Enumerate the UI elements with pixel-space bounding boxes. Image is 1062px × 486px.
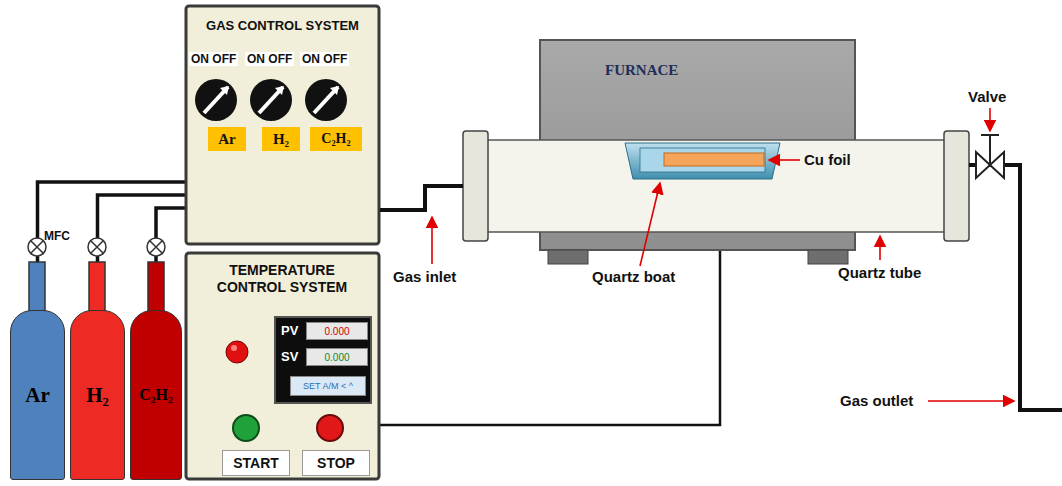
part-label: Valve xyxy=(968,88,1006,105)
node-text: 0.000 xyxy=(324,326,349,337)
part-label: MFC xyxy=(44,229,70,243)
node-text: 0.000 xyxy=(324,352,349,363)
gas-line xyxy=(98,195,186,310)
node-text: H₂ xyxy=(273,131,289,148)
display-value: 0.000 xyxy=(306,348,368,366)
valve-symbol xyxy=(976,135,1004,178)
gas-tag: C₂H₂ xyxy=(310,127,362,151)
gas-tag: Ar xyxy=(208,127,246,151)
part-label: Cu foil xyxy=(804,151,851,168)
leader-arrows xyxy=(432,108,1014,401)
node-text: FURNACE xyxy=(605,62,678,79)
set-button: SET A/M < ^ xyxy=(290,376,366,396)
temperature-panel xyxy=(186,253,379,479)
furnace-label: FURNACE xyxy=(540,40,855,250)
node-text: H₂ xyxy=(86,383,109,408)
node-text: START xyxy=(233,455,279,471)
start-button xyxy=(233,415,259,441)
quartz-boat xyxy=(625,143,780,179)
button-label: STOP xyxy=(302,450,370,476)
display-value: 0.000 xyxy=(306,322,368,340)
node-text: C₂H₂ xyxy=(321,131,350,147)
node-text: SV xyxy=(281,349,298,364)
display-screen: PV SV 0.000 0.000SET A/M < ^ xyxy=(274,316,372,404)
gas-inlet-pipe xyxy=(380,186,463,210)
node-text: SET A/M < ^ xyxy=(303,381,353,391)
control-panel: GAS CONTROL SYSTEM Ar H₂ C₂H₂ xyxy=(185,5,380,245)
node-text: C₂H₂ xyxy=(139,386,173,404)
cylinder-valves xyxy=(28,238,165,312)
node-text: STOP xyxy=(317,455,355,471)
gas-cylinder: H₂ xyxy=(70,310,125,480)
node-text: TEMPERATURE CONTROL SYSTEM xyxy=(212,262,352,296)
control-wire xyxy=(380,250,720,425)
part-label: Gas inlet xyxy=(393,268,456,285)
indicator-lamp xyxy=(226,341,248,363)
part-label: Gas outlet xyxy=(840,392,913,409)
gas-cylinder: C₂H₂ xyxy=(130,310,182,480)
part-label: ON OFF xyxy=(189,52,238,66)
stop-button xyxy=(317,415,343,441)
gas-tag: H₂ xyxy=(262,127,300,151)
cu-foil xyxy=(664,153,764,166)
knobs xyxy=(195,79,347,121)
part-label: ON OFF xyxy=(245,52,294,66)
gas-panel xyxy=(186,6,379,244)
button-label: START xyxy=(222,450,290,476)
quartz-tube xyxy=(463,131,969,241)
part-label: ON OFF xyxy=(300,52,349,66)
node-text: GAS CONTROL SYSTEM xyxy=(185,18,380,33)
node-text: Ar xyxy=(25,383,50,408)
control-panel: TEMPERATURE CONTROL SYSTEM PV SV 0.000 0.000… xyxy=(185,252,380,480)
gas-cylinder: Ar xyxy=(10,310,65,480)
part-label: Quartz tube xyxy=(838,264,921,281)
node-text: Ar xyxy=(218,131,236,148)
node-text: PV xyxy=(281,323,298,338)
part-label: Quartz boat xyxy=(592,268,675,285)
gas-outlet-pipe xyxy=(969,165,1062,410)
